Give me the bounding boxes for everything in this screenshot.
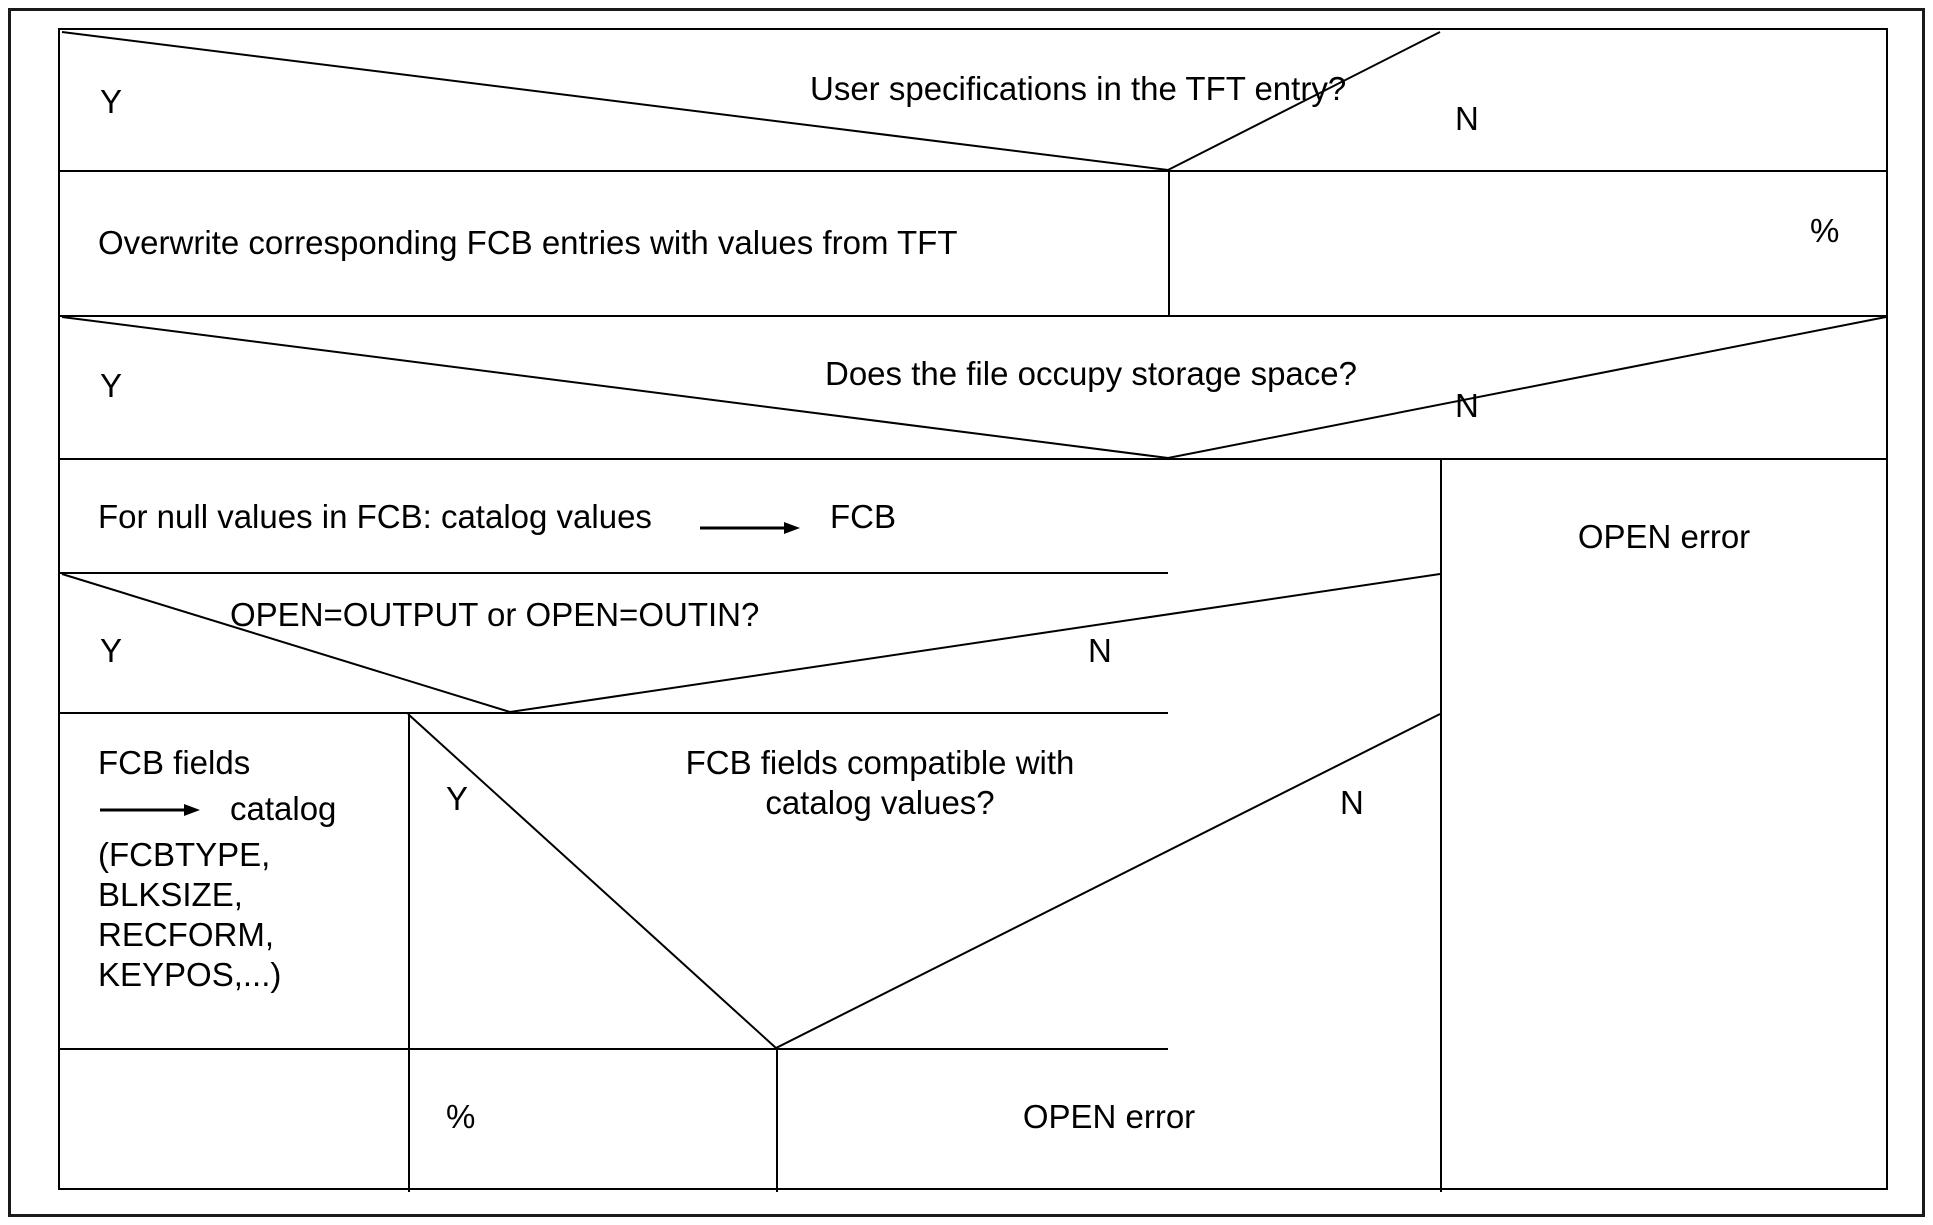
- right-column-outcome-cell: OPEN error: [1442, 460, 1886, 1192]
- row4-action-cell: For null values in FCB: catalog values F…: [60, 460, 1440, 572]
- divider-right-column: [1440, 458, 1442, 1192]
- row7-left-outcome-cell: %: [410, 1050, 776, 1192]
- divider-row2-right: [1168, 170, 1170, 315]
- row2-percent-cell: %: [1170, 172, 1886, 315]
- arrow-right-icon: [700, 522, 800, 534]
- row1-decision-cell: Y User specifications in the TFT entry? …: [60, 30, 1479, 170]
- row6-left-line-4: BLKSIZE,: [98, 876, 243, 913]
- row6-left-line-1: FCB fields: [98, 744, 251, 781]
- row3-yes-label: Y: [100, 367, 123, 404]
- row1-no-label: N: [1455, 100, 1479, 137]
- row7-right-outcome-text: OPEN error: [1022, 1098, 1196, 1135]
- row3-decision-cell: Y Does the file occupy storage space? N: [60, 317, 1886, 458]
- row4-action-suffix: FCB: [830, 498, 896, 535]
- row6-decision-cell: Y FCB fields compatible with catalog val…: [410, 714, 1440, 874]
- row4-action-prefix: For null values in FCB: catalog values: [98, 498, 652, 535]
- row6-left-line-2: catalog: [230, 790, 337, 827]
- row7-left-outcome-text: %: [446, 1098, 476, 1135]
- rule-row1-bottom-right: [1168, 170, 1886, 172]
- row6-yes-label: Y: [446, 780, 469, 817]
- row3-no-label: N: [1455, 387, 1479, 424]
- row6-left-cell: FCB fields catalog (FCBTYPE, BLKSIZE, RE…: [60, 714, 408, 1192]
- row5-question: OPEN=OUTPUT or OPEN=OUTIN?: [230, 596, 760, 633]
- rule-row2-bottom: [60, 315, 1886, 317]
- row1-yes-label: Y: [100, 83, 123, 120]
- row6-left-line-3: (FCBTYPE,: [98, 836, 271, 873]
- row6-no-label: N: [1340, 784, 1364, 821]
- row1-question: User specifications in the TFT entry?: [810, 70, 1347, 107]
- row2-action-text: Overwrite corresponding FCB entries with…: [98, 224, 958, 261]
- row5-yes-label: Y: [100, 632, 123, 669]
- row2-percent-symbol: %: [1810, 212, 1840, 249]
- row5-no-label: N: [1088, 632, 1112, 669]
- row6-left-line-6: KEYPOS,...): [98, 956, 282, 993]
- structured-flow-chart: Y User specifications in the TFT entry? …: [58, 28, 1888, 1192]
- row6-left-line-5: RECFORM,: [98, 916, 274, 953]
- row7-right-outcome-cell: OPEN error: [778, 1050, 1440, 1192]
- row5-decision-cell: Y OPEN=OUTPUT or OPEN=OUTIN? N: [60, 574, 1440, 712]
- row3-question: Does the file occupy storage space?: [825, 355, 1357, 392]
- row2-action-cell: Overwrite corresponding FCB entries with…: [60, 172, 1168, 315]
- row6-question-line-2: catalog values?: [765, 784, 995, 821]
- rule-row4-bottom: [60, 572, 1168, 574]
- row6-question-line-1: FCB fields compatible with: [685, 744, 1075, 781]
- right-column-outcome-text: OPEN error: [1577, 518, 1751, 555]
- divider-row7-mid: [776, 1048, 778, 1192]
- arrow-right-icon: [100, 804, 200, 816]
